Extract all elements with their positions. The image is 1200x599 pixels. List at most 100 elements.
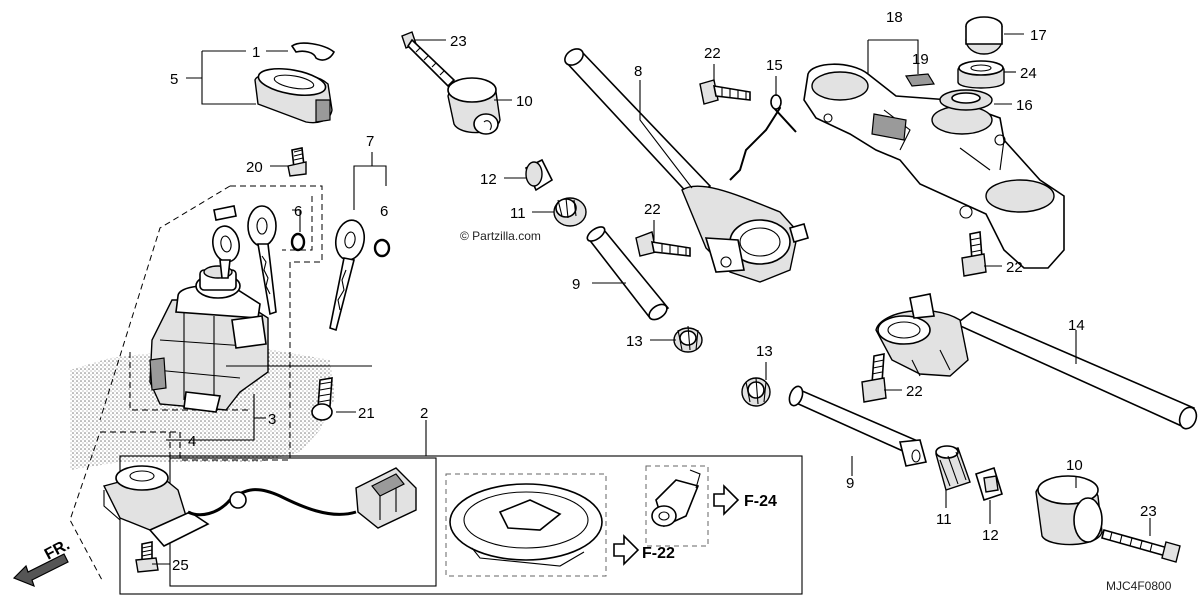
callout-12-right: 12 [982,527,999,544]
callout-23-top: 23 [450,33,467,50]
key-cylinder-dashed-box [645,465,709,547]
callout-23-right: 23 [1140,503,1157,520]
screw-25 [135,541,159,573]
bridge-bore-right [985,179,1055,213]
end-pipe-9 [586,226,670,321]
callout-12-top: 12 [480,171,497,188]
steering-cap-17 [965,16,1003,55]
switch-cover [254,67,333,124]
bar-end-weight-right [1035,475,1103,546]
callout-14: 14 [1068,317,1085,334]
key-right [329,219,366,332]
ref-label-f24: F-24 [744,493,777,510]
nut-11-top [553,197,587,227]
callout-22-bar: 22 [906,383,923,400]
screw-21 [311,377,333,421]
callout-21: 21 [358,405,375,422]
callout-numbers: 1 5 20 7 6 6 21 3 4 2 25 23 10 12 11 9 1… [170,9,1157,574]
ignition-dashed-outline [69,185,323,581]
screw-23-right [1101,529,1181,563]
callout-13-center: 13 [626,333,643,350]
callout-24: 24 [1020,65,1037,82]
callout-1: 1 [252,44,260,61]
top-bridge-group [803,16,1065,277]
callout-9-top: 9 [572,276,580,293]
callout-6-left: 6 [294,203,302,220]
callout-8: 8 [634,63,642,80]
stem-nut-24 [957,60,1005,89]
callout-11-right: 11 [936,511,952,528]
bolt-22-bar [861,353,887,403]
ref-label-f22: F-22 [642,545,675,562]
o-ring-left [290,232,306,252]
callout-19: 19 [912,51,929,68]
top-bridge [803,63,1065,269]
front-arrow-label: FR. [42,536,73,563]
o-ring-right [373,238,391,258]
callout-22-top: 22 [704,45,721,62]
callout-20: 20 [246,159,263,176]
collar-12-top [524,158,554,192]
rubber-13-right [741,377,771,407]
bolt-22-mid [635,231,691,257]
bridge-bore-left [811,71,869,101]
callout-3: 3 [268,411,276,428]
diagram-code: MJC4F0800 [1106,579,1172,593]
wire-clip-head [770,94,782,110]
callout-11-top: 11 [510,205,526,222]
fuel-cap [449,483,603,567]
handlebar-left-group [401,31,809,353]
callout-4: 4 [188,433,196,450]
label-plate-19 [904,73,936,87]
handlebar-pipe-8 [564,48,809,283]
harness-connector [355,467,417,529]
ignition-inner-dashed [129,196,313,460]
callout-6-right: 6 [380,203,388,220]
callout-7: 7 [366,133,374,150]
bolt-22-right [961,231,987,277]
nut-11-right [935,445,971,491]
screw-20 [287,147,307,177]
subassembly-frame [119,455,803,595]
ref-arrow-f22 [613,534,640,566]
bar-end-weight-top [447,77,501,135]
callout-16: 16 [1016,97,1033,114]
ignition-assembly-group [69,42,803,595]
collar-12-right [975,466,1003,502]
callout-2: 2 [420,405,428,422]
handlebar-pipe-14 [875,293,1198,430]
callout-10-right: 10 [1066,457,1083,474]
callout-15: 15 [766,57,783,74]
copyright-text: © Partzilla.com [460,229,541,243]
callout-13-right: 13 [756,343,773,360]
harness-grommet [229,491,247,509]
leader-lines [152,33,1151,565]
rubber-13-center [673,325,703,353]
callout-9-right: 9 [846,475,854,492]
screw-23-top [401,31,456,88]
front-arrow-icon [12,553,69,588]
ignition-switch-sensor [102,465,210,547]
key-left [212,225,240,279]
callout-5: 5 [170,71,178,88]
callout-22-mid: 22 [644,201,661,218]
bolt-22-top [699,79,751,105]
wiring-harness [187,488,357,517]
callout-10-top: 10 [516,93,533,110]
callout-25: 25 [172,557,189,574]
wire-clip-15 [729,95,797,181]
end-pipe-9-right [788,385,927,467]
washer-16 [939,89,993,111]
callout-22-right: 22 [1006,259,1023,276]
handlebar-right-group [741,293,1198,563]
key-tag [213,205,237,221]
ignition-switch-body [149,265,269,413]
fuel-cap-dashed-box [445,473,607,577]
circlip [290,42,336,61]
callout-17: 17 [1030,27,1047,44]
callout-18: 18 [886,9,903,26]
key-center [247,205,277,316]
ref-arrow-f24 [713,484,740,516]
key-cylinder [651,469,701,528]
